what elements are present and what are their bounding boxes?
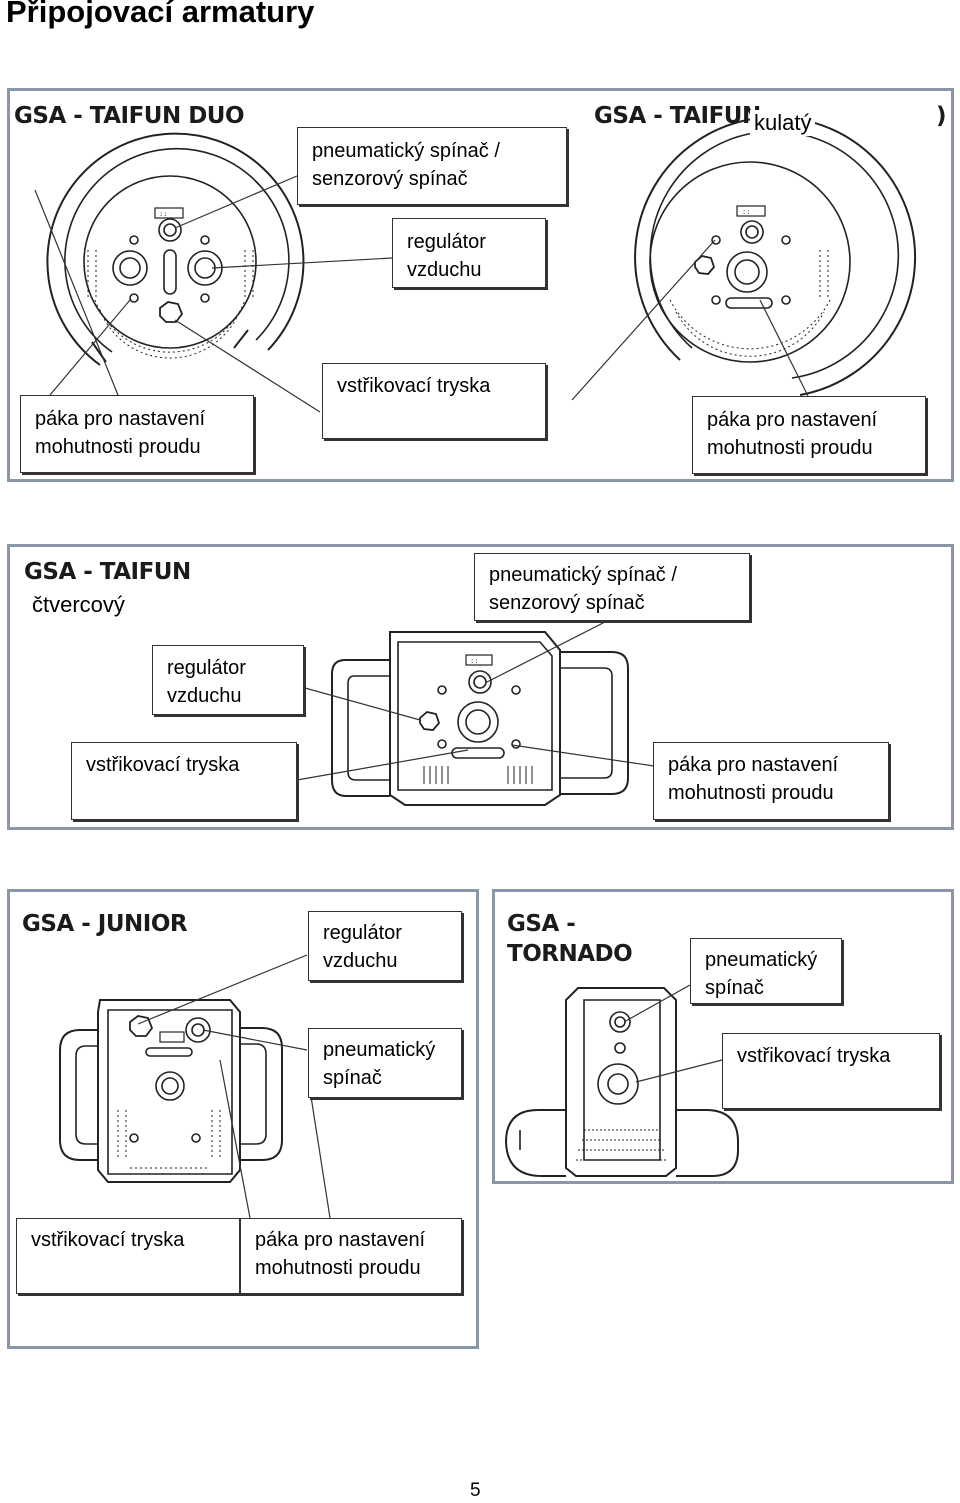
model-taifun-round: GSA - TAIFUN — [594, 103, 761, 129]
label-junior-switch: pneumatický spínač — [308, 1028, 462, 1098]
model-taifun-round-tail: ) — [936, 103, 947, 129]
junior-drawing — [59, 999, 283, 1183]
tornado-drawing — [505, 987, 739, 1177]
label-junior-lever: páka pro nastavení mohutnosti proudu — [240, 1218, 462, 1294]
model-junior: GSA - JUNIOR — [22, 911, 188, 937]
label-junior-nozzle: vstřikovací tryska — [16, 1218, 240, 1294]
label-square-lever: páka pro nastavení mohutnosti proudu — [653, 742, 889, 820]
label-tornado-switch: pneumatický spínač — [690, 938, 842, 1004]
model-taifun-duo: GSA - TAIFUN DUO — [14, 103, 245, 129]
model-tornado: GSA - TORNADO — [507, 911, 633, 967]
taifun-duo-drawing — [46, 132, 305, 366]
page-heading: Připojovací armatury — [6, 0, 315, 29]
svg-text:::: :: — [159, 210, 167, 218]
label-duo-lever: páka pro nastavení mohutnosti proudu — [20, 395, 254, 473]
variant-round: kulatý — [750, 110, 816, 136]
label-tornado-nozzle: vstřikovací tryska — [722, 1033, 940, 1109]
taifun-round-drawing — [634, 116, 917, 396]
label-duo-nozzle: vstřikovací tryska — [322, 363, 546, 439]
label-duo-switch: pneumatický spínač / senzorový spínač — [297, 127, 567, 205]
page-number: 5 — [470, 1480, 481, 1501]
variant-square: čtvercový — [32, 592, 125, 617]
model-taifun-square: GSA - TAIFUN — [24, 559, 191, 585]
label-square-switch: pneumatický spínač / senzorový spínač — [474, 553, 750, 621]
label-junior-air-regulator: regulátor vzduchu — [308, 911, 462, 981]
svg-text:::: :: — [742, 208, 750, 216]
taifun-square-drawing — [331, 631, 629, 806]
label-round-lever: páka pro nastavení mohutnosti proudu — [692, 396, 926, 474]
svg-text:::: :: — [470, 657, 478, 665]
label-duo-air-regulator: regulátor vzduchu — [392, 218, 546, 288]
label-square-nozzle: vstřikovací tryska — [71, 742, 297, 820]
label-square-air-regulator: regulátor vzduchu — [152, 645, 304, 715]
